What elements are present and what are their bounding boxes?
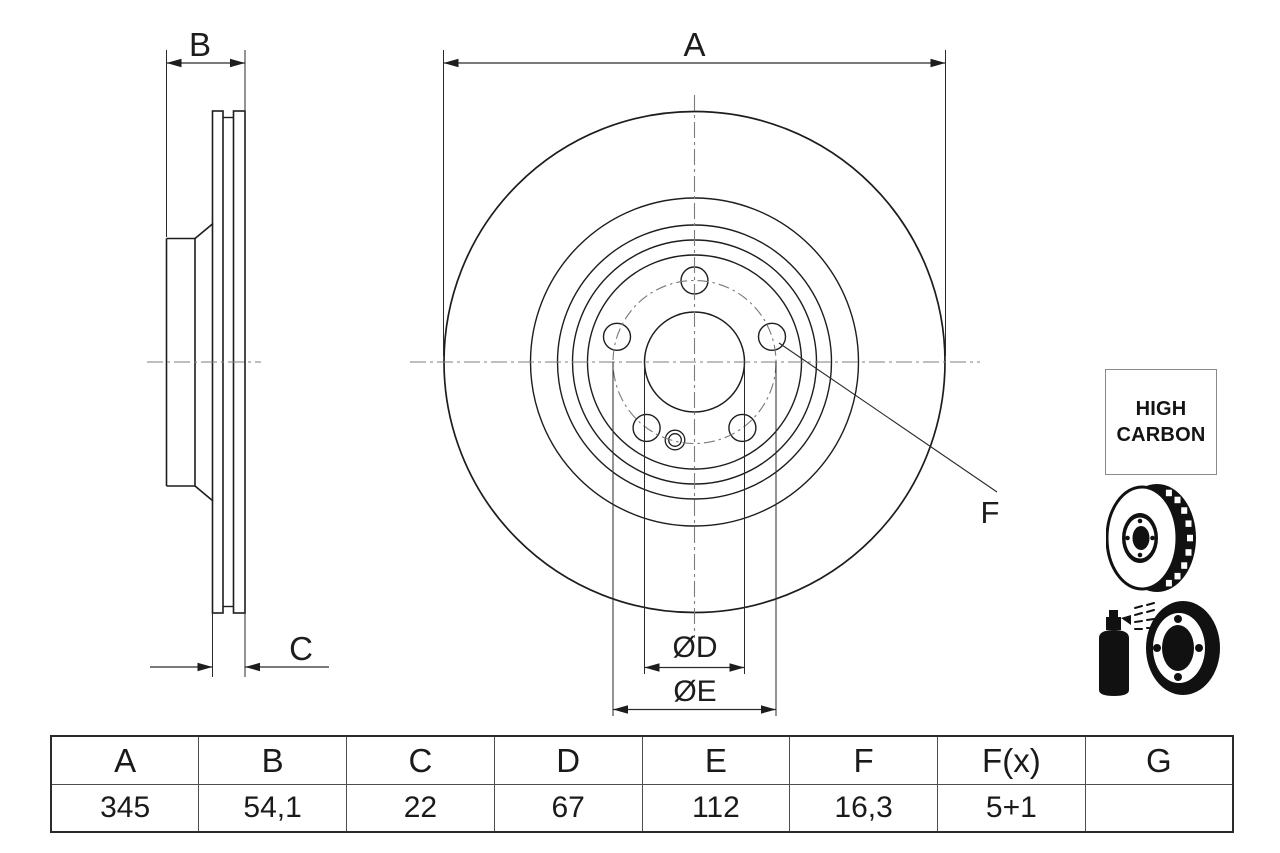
dimension-A: A [443, 26, 946, 356]
spray-can [1099, 610, 1131, 696]
table-value-fx: 5+1 [937, 784, 1086, 833]
table-header-f: F [789, 735, 938, 785]
dimension-E: ØE [612, 362, 777, 716]
table-value-e: 112 [641, 784, 791, 833]
vent-slots [1165, 489, 1193, 587]
dimension-F: F [778, 342, 1000, 530]
badge-line-1: HIGH [1135, 398, 1187, 420]
table-header-e: E [641, 735, 791, 785]
dimension-table: A B C D E F F(x) G 345 54,1 22 67 112 16… [50, 735, 1234, 833]
table-value-c: 22 [346, 784, 495, 833]
table-value-g [1084, 784, 1234, 833]
dimension-label-b: B [189, 26, 211, 63]
dimension-label-d: ØD [673, 631, 718, 664]
table-header-a: A [50, 735, 200, 785]
dimension-label-e: ØE [673, 675, 716, 708]
table-header-c: C [346, 735, 495, 785]
badge-line-2: CARBON [1116, 424, 1206, 446]
dimension-C: C [150, 613, 329, 677]
dimension-D: ØD [644, 362, 745, 674]
spray-mist [1134, 602, 1155, 630]
hub-bolt-holes [1125, 518, 1155, 558]
coated-disc [1146, 601, 1220, 695]
high-carbon-badge: HIGH CARBON [1105, 369, 1217, 475]
table-value-d: 67 [493, 784, 643, 833]
technical-drawing: B C [147, 26, 1000, 716]
dimension-B: B [166, 26, 246, 237]
table-value-row: 345 54,1 22 67 112 16,3 5+1 [50, 784, 1234, 833]
locating-pin-hole [664, 429, 686, 451]
vented-brake-disc-icon [1106, 484, 1196, 592]
table-header-g: G [1084, 735, 1234, 785]
bolt-holes [602, 266, 787, 443]
table-header-d: D [493, 735, 643, 785]
dimension-label-c: C [289, 630, 313, 667]
table-value-f: 16,3 [789, 784, 938, 833]
hub-bore [1132, 526, 1150, 550]
table-header-fx: F(x) [937, 735, 1086, 785]
table-value-b: 54,1 [198, 784, 347, 833]
table-value-a: 345 [50, 784, 200, 833]
spray-coated-disc-icon [1099, 601, 1220, 696]
table-header-row: A B C D E F F(x) G [50, 735, 1234, 785]
dimension-label-f: F [981, 495, 1000, 530]
side-view [165, 110, 246, 614]
table-header-b: B [198, 735, 347, 785]
dimension-label-a: A [683, 26, 705, 63]
